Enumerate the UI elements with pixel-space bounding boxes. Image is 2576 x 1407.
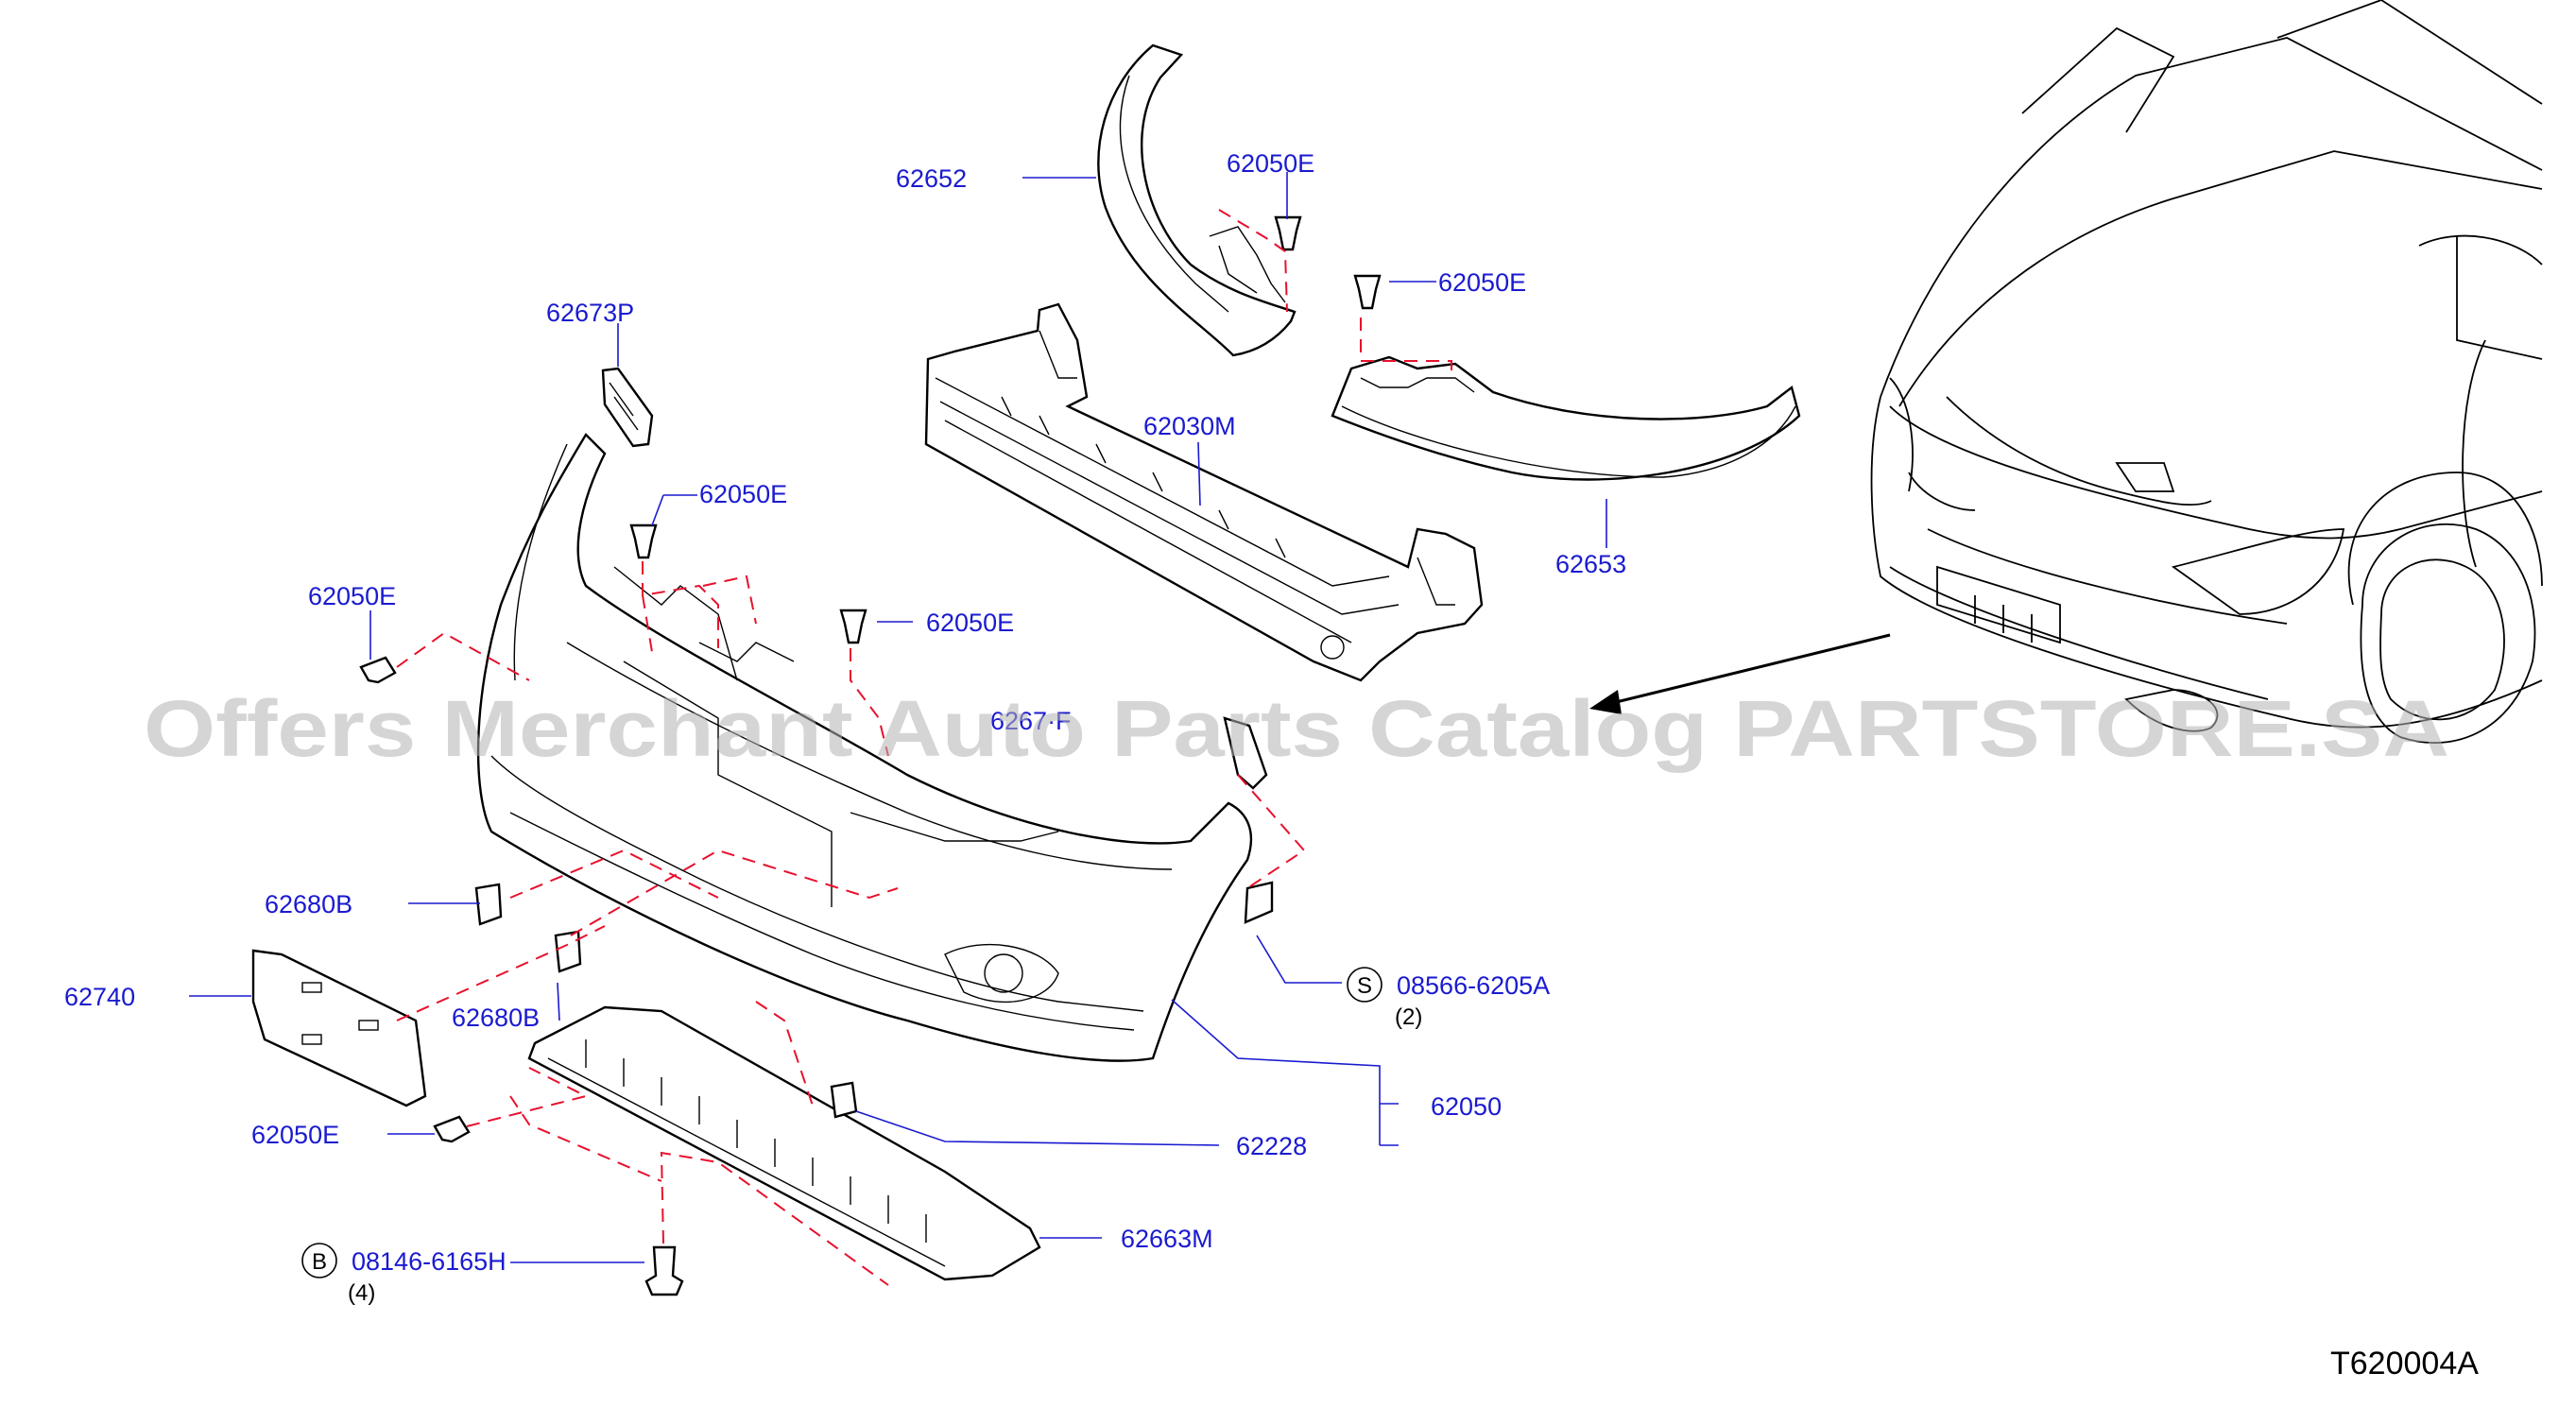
part-labels: 62652 62050E 62673P 62050E 62030M 62050E… [64, 149, 1626, 1253]
symbol-B: B [312, 1249, 327, 1275]
label-62228: 62228 [1236, 1132, 1307, 1160]
qty-B: (4) [348, 1280, 375, 1306]
label-62050E-right: 62050E [1438, 268, 1526, 297]
code-08566-6205A: 08566-6205A [1397, 971, 1550, 1000]
vehicle-outline [1870, 0, 2543, 744]
label-62050E-lower: 62050E [251, 1121, 339, 1149]
label-62050: 62050 [1431, 1092, 1502, 1121]
part-62050-bumper [476, 433, 1253, 1062]
label-62050E-left: 62050E [308, 582, 396, 610]
part-62652 [1097, 43, 1297, 357]
label-62050E-mid: 62050E [926, 609, 1014, 637]
watermark: Offers Merchant Auto Parts Catalog PARTS… [144, 684, 2449, 773]
fastener-clips [359, 215, 1382, 1296]
label-62740: 62740 [64, 983, 135, 1011]
label-6267F: 6267·F [990, 707, 1072, 735]
reference-code: T620004A [2330, 1346, 2479, 1381]
symbol-S: S [1357, 973, 1372, 999]
label-62652: 62652 [896, 164, 967, 193]
label-62050E-upper: 62050E [699, 480, 787, 508]
label-62680B-lower: 62680B [452, 1004, 540, 1032]
part-62030M [924, 302, 1484, 682]
part-62740 [251, 949, 427, 1107]
code-08146-6165H: 08146-6165H [352, 1247, 507, 1276]
label-62673P: 62673P [546, 299, 634, 327]
qty-S: (2) [1395, 1004, 1422, 1030]
part-62673P [601, 367, 654, 448]
assembly-lines [396, 209, 1452, 1286]
fastener-callout-B: B 08146-6165H (4) [301, 1243, 507, 1306]
part-62653 [1331, 355, 1801, 481]
zoom-arrow [1589, 633, 1891, 714]
label-62663M: 62663M [1121, 1225, 1213, 1253]
leader-lines [189, 172, 1607, 1263]
fastener-callout-S: S 08566-6205A (2) [1347, 967, 1550, 1030]
part-62663M [527, 1005, 1041, 1281]
label-62050E-top: 62050E [1227, 149, 1314, 178]
label-62680B-upper: 62680B [265, 890, 352, 918]
label-62030M: 62030M [1143, 412, 1236, 440]
label-62653: 62653 [1555, 550, 1626, 578]
